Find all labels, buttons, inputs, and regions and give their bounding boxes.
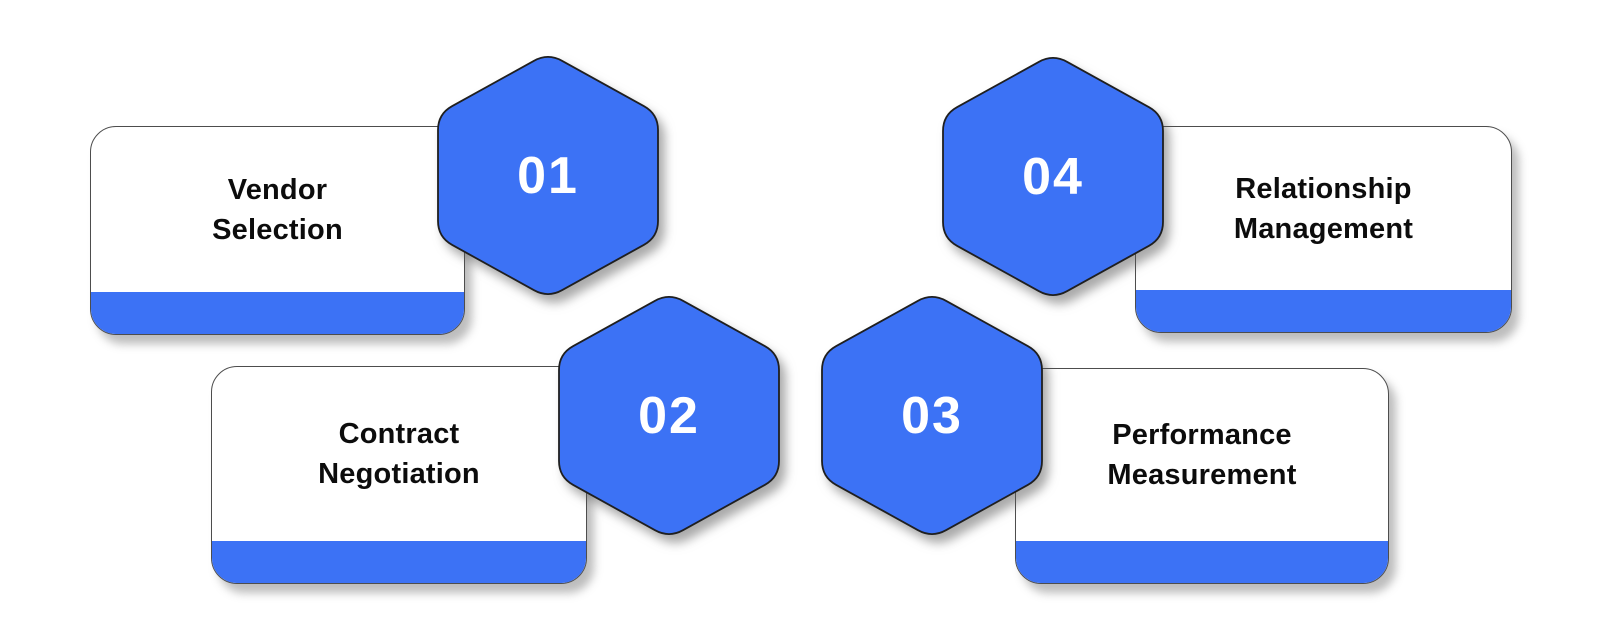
hexagon-step-03: 03 xyxy=(821,293,1043,538)
step-number: 01 xyxy=(517,146,579,205)
card-label-contract-negotiation: Contract Negotiation xyxy=(212,367,586,541)
card-label-vendor-selection: Vendor Selection xyxy=(91,127,464,292)
card-accent-bar xyxy=(91,292,464,334)
hexagon-step-04: 04 xyxy=(942,54,1164,299)
label-line: Negotiation xyxy=(318,458,480,490)
label-line: Selection xyxy=(212,213,343,246)
label-line: Measurement xyxy=(1107,459,1297,491)
hexagon-icon xyxy=(821,296,1043,535)
card-performance-measurement: Performance Measurement xyxy=(1015,368,1389,584)
step-number: 03 xyxy=(901,386,963,445)
card-vendor-selection: Vendor Selection xyxy=(90,126,465,335)
label-line: Contract xyxy=(338,418,460,450)
hexagon-icon xyxy=(942,57,1164,296)
label-line: Performance xyxy=(1112,419,1292,451)
card-relationship-management: Relationship Management xyxy=(1135,126,1512,333)
hexagon-icon xyxy=(558,296,780,535)
card-accent-bar xyxy=(1016,541,1388,583)
hexagon-icon xyxy=(437,56,659,295)
card-accent-bar xyxy=(1136,290,1511,332)
card-accent-bar xyxy=(212,541,586,583)
hexagon-step-01: 01 xyxy=(437,53,659,298)
card-contract-negotiation: Contract Negotiation xyxy=(211,366,587,584)
label-line: Management xyxy=(1233,212,1414,245)
card-label-relationship-management: Relationship Management xyxy=(1136,127,1511,290)
card-label-performance-measurement: Performance Measurement xyxy=(1016,369,1388,541)
hexagon-step-02: 02 xyxy=(558,293,780,538)
label-line: Relationship xyxy=(1235,172,1412,205)
step-number: 02 xyxy=(638,386,700,445)
label-line: Vendor xyxy=(227,173,328,206)
step-number: 04 xyxy=(1022,147,1084,206)
